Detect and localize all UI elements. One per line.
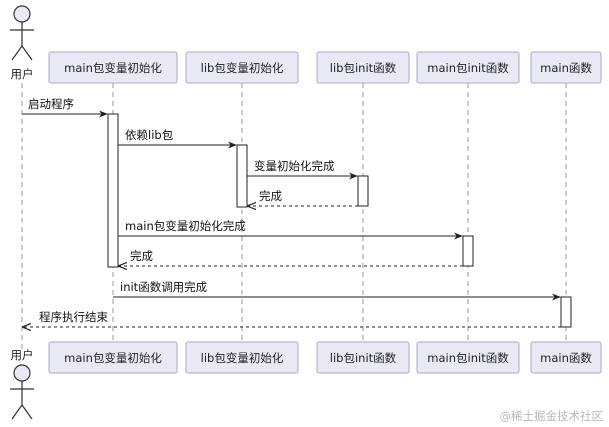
message-label: 变量初始化完成: [254, 159, 335, 173]
message-init-call-done: init函数调用完成: [113, 280, 561, 301]
participant-label: main函数: [540, 61, 592, 75]
actor-label-top: 用户: [11, 67, 34, 81]
activation-lib-var: [236, 144, 248, 208]
activation-lib-init: [357, 175, 369, 207]
activation-main-init: [462, 235, 474, 267]
user-actor-icon: [10, 5, 34, 61]
actor-label-bottom: 用户: [11, 348, 34, 362]
participant-lib-init-top: lib包init函数: [316, 51, 410, 84]
participant-label: lib包init函数: [330, 351, 397, 365]
message-depend-lib: 依赖lib包: [118, 128, 237, 149]
participant-label: main包变量初始化: [64, 351, 162, 365]
participant-label: lib包变量初始化: [201, 61, 284, 75]
participant-main-var-bottom: main包变量初始化: [48, 341, 178, 374]
user-actor-icon: [10, 364, 34, 420]
message-main-var-init-done: main包变量初始化完成: [118, 219, 463, 240]
participant-main-fn-bottom: main函数: [530, 341, 602, 374]
participant-main-var-top: main包变量初始化: [48, 51, 178, 84]
participant-main-init-top: main包init函数: [416, 51, 520, 84]
participant-main-init-bottom: main包init函数: [416, 341, 520, 374]
participant-lib-var-bottom: lib包变量初始化: [185, 341, 299, 374]
participant-label: main包变量初始化: [64, 61, 162, 75]
message-label: 完成: [259, 189, 282, 203]
message-return-done-main: 完成: [119, 249, 463, 266]
message-label: 依赖lib包: [125, 128, 174, 142]
participant-label: lib包init函数: [330, 61, 397, 75]
watermark: @稀土掘金技术社区: [500, 409, 604, 423]
participant-label: main包init函数: [427, 351, 509, 365]
participant-lib-init-bottom: lib包init函数: [316, 341, 410, 374]
participant-lib-var-top: lib包变量初始化: [185, 51, 299, 84]
participant-label: main包init函数: [427, 61, 509, 75]
message-program-end: 程序执行结束: [23, 310, 561, 327]
message-label: 启动程序: [28, 97, 74, 111]
message-label: main包变量初始化完成: [125, 219, 246, 233]
message-label: 程序执行结束: [39, 310, 108, 324]
message-label: init函数调用完成: [120, 280, 208, 294]
participant-main-fn-top: main函数: [530, 51, 602, 84]
message-return-done-lib: 完成: [248, 189, 358, 206]
participant-label: lib包变量初始化: [201, 351, 284, 365]
participant-label: main函数: [540, 351, 592, 365]
activation-main-var: [107, 113, 119, 268]
message-label: 完成: [130, 249, 153, 263]
message-var-init-done: 变量初始化完成: [247, 159, 358, 180]
message-start-program: 启动程序: [22, 97, 108, 118]
activation-main-fn: [560, 296, 572, 328]
